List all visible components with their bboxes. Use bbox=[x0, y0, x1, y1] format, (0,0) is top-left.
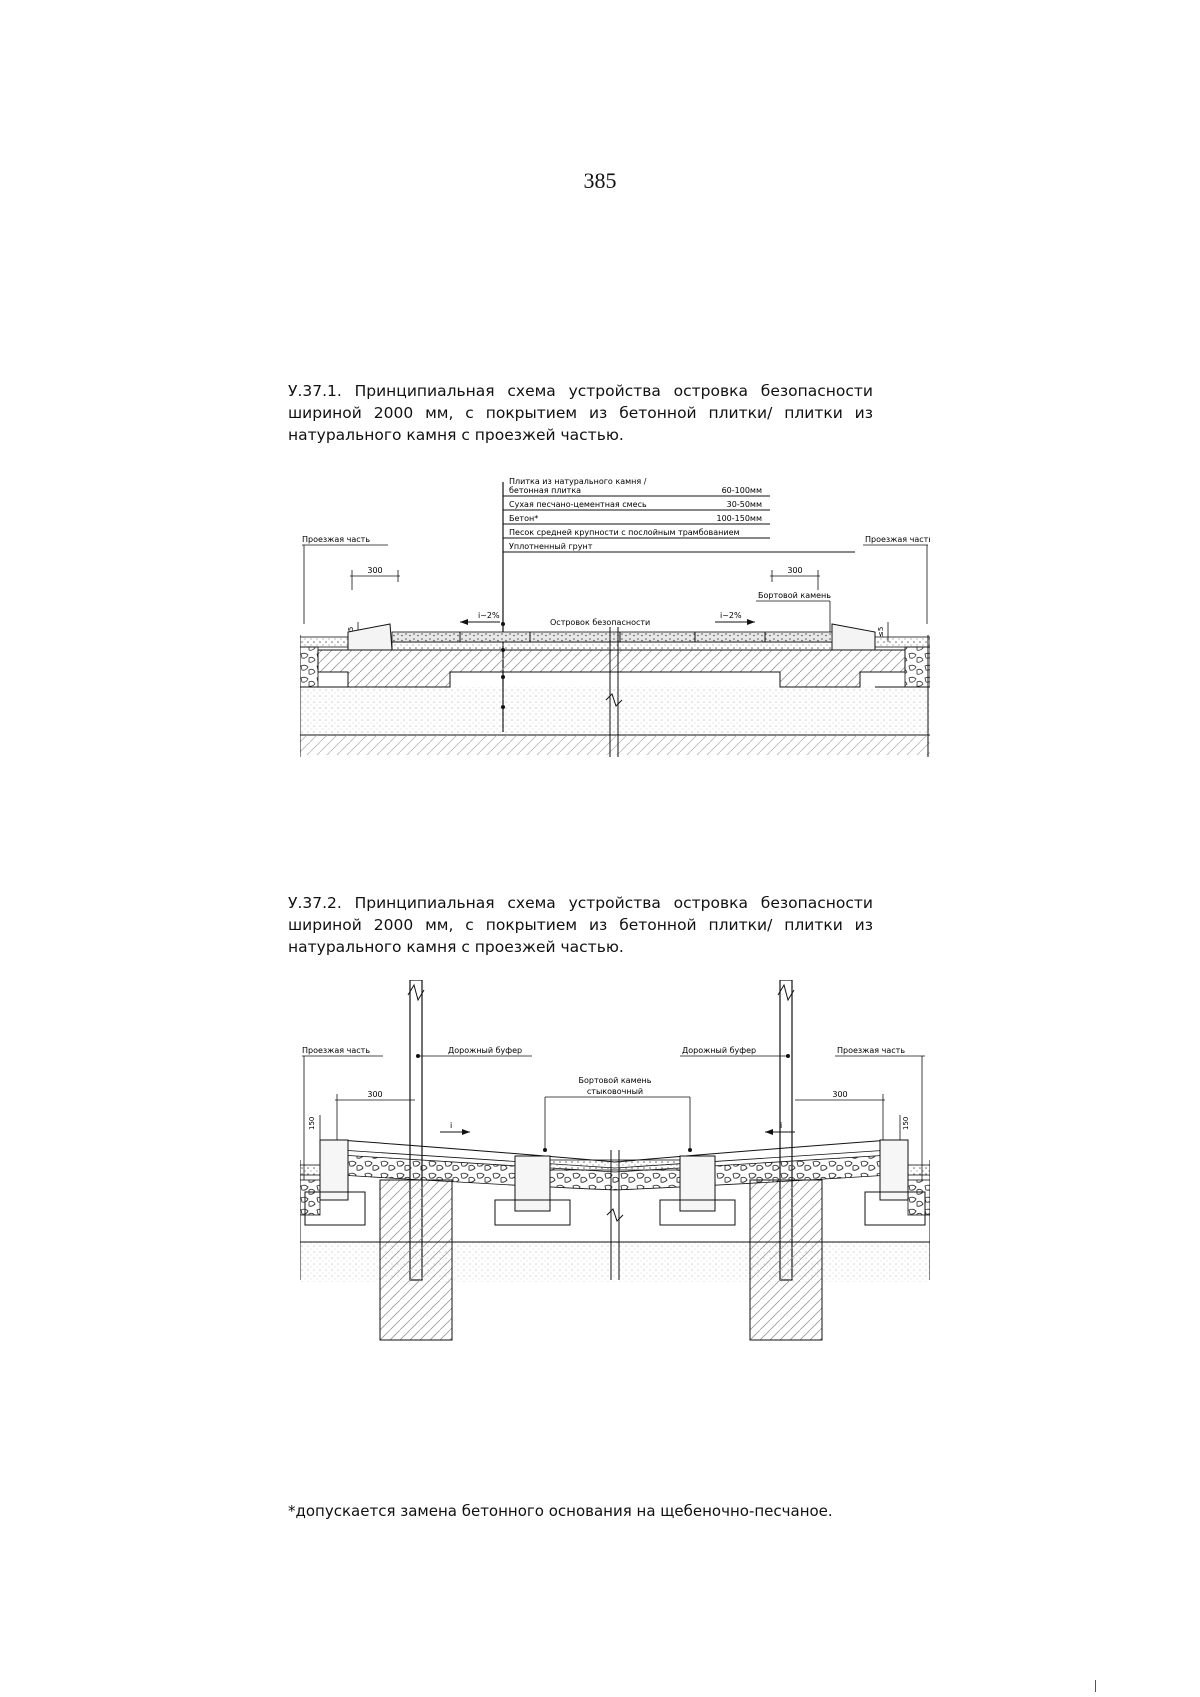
curb-label: Бортовой камень bbox=[758, 591, 831, 600]
cross-section bbox=[300, 623, 930, 757]
figure-caption-2: У.37.2. Принципиальная схема устройства … bbox=[288, 894, 873, 956]
dimension-right: 300 150 bbox=[795, 1090, 910, 1145]
svg-text:300: 300 bbox=[367, 1090, 382, 1099]
legend-label: Сухая песчано-цементная смесь bbox=[509, 500, 647, 509]
road-label-left: Проезжая часть bbox=[302, 535, 370, 544]
legend-label: Плитка из натурального камня / bbox=[509, 477, 647, 486]
cross-section bbox=[300, 980, 930, 1341]
legend-label: бетонная плитка bbox=[509, 486, 581, 495]
svg-text:300: 300 bbox=[367, 566, 382, 575]
margin-mark bbox=[1095, 1680, 1096, 1692]
slope-right: i bbox=[780, 1121, 782, 1130]
slope-left: i bbox=[450, 1121, 452, 1130]
curb-label: Бортовой камень bbox=[578, 1076, 651, 1085]
figure-caption-1: У.37.1. Принципиальная схема устройства … bbox=[288, 382, 873, 444]
road-label-left: Проезжая часть bbox=[302, 1046, 370, 1055]
road-label-right: Проезжая часть bbox=[865, 535, 930, 544]
legend-label: Песок средней крупности с послойным трам… bbox=[509, 528, 740, 537]
diagram-safety-island-1: Плитка из натурального камня / бетонная … bbox=[300, 477, 930, 757]
legend-value: 60-100мм bbox=[722, 486, 762, 495]
slope-left: i~2% bbox=[478, 611, 500, 620]
legend-label: Бетон* bbox=[509, 514, 538, 523]
buffer-label-right: Дорожный буфер bbox=[682, 1046, 756, 1055]
page-number: 385 bbox=[583, 168, 617, 193]
legend-value: 30-50мм bbox=[727, 500, 762, 509]
buffer-label-left: Дорожный буфер bbox=[448, 1046, 522, 1055]
diagram-safety-island-2: Проезжая часть Дорожный буфер Дорожный б… bbox=[300, 980, 930, 1341]
slope-right: i~2% bbox=[720, 611, 742, 620]
height-dim-left: 150 bbox=[308, 1117, 316, 1130]
legend-value: 100-150мм bbox=[717, 514, 763, 523]
svg-text:300: 300 bbox=[832, 1090, 847, 1099]
svg-text:300: 300 bbox=[787, 566, 802, 575]
dimension-right: 300 bbox=[770, 566, 820, 590]
dimension-left: 300 150 bbox=[308, 1090, 415, 1145]
road-label-right: Проезжая часть bbox=[837, 1046, 905, 1055]
island-label: Островок безопасности bbox=[550, 618, 650, 627]
height-dim-right: ≤5 bbox=[877, 627, 885, 637]
dimension-left: 300 bbox=[350, 566, 400, 590]
curb-label-2: стыковочный bbox=[587, 1087, 643, 1096]
footnote: *допускается замена бетонного основания … bbox=[288, 1502, 833, 1520]
height-dim-right: 150 bbox=[902, 1117, 910, 1130]
legend-label: Уплотненный грунт bbox=[509, 542, 593, 551]
